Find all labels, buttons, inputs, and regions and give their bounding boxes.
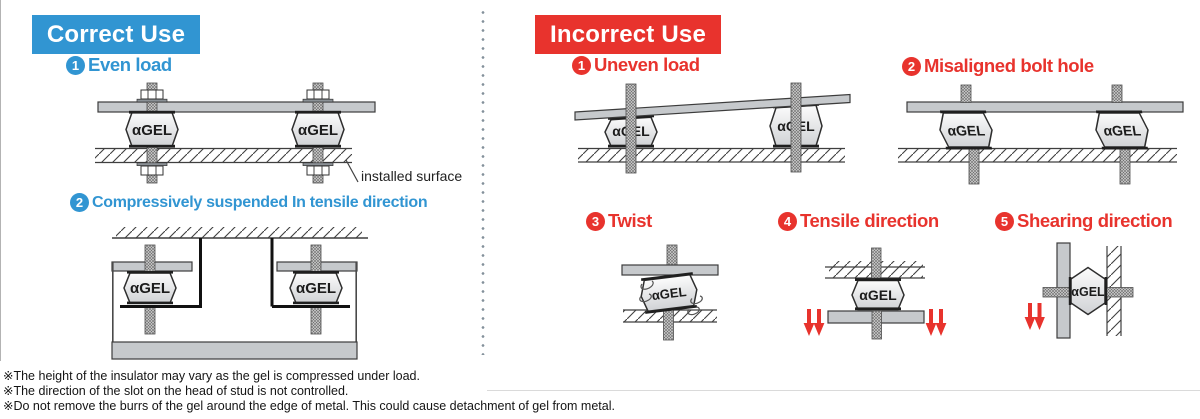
diagram-misaligned-bolt-hole: αGEL αGEL [898,84,1184,185]
svg-text:αGEL: αGEL [651,284,687,303]
caption-shearing-direction: 5 Shearing direction [995,210,1173,232]
page-edge-line [0,0,1,361]
installed-surface-hatch [95,147,352,164]
suspended-base [111,341,358,360]
gel-mount: αGEL [123,271,177,305]
diagram-twist: αGEL [621,244,719,341]
leader-line [345,159,359,183]
diagram-tensile-direction: αGEL [803,247,947,340]
twist-motion-marks [639,280,703,316]
diagram-even-load: installed surface αGEL αGEL [95,82,462,184]
caption-tensile-direction: 4 Tensile direction [778,210,939,232]
number-badge: 5 [995,211,1014,231]
svg-text:αGEL: αGEL [946,123,986,139]
number-badge: 1 [66,55,85,75]
stud [310,306,322,335]
hanger-bracket [120,238,202,308]
svg-text:αGEL: αGEL [298,122,338,139]
gel-mount: αGEL [851,278,905,311]
tilted-plate [574,93,851,121]
stud [1119,146,1131,185]
number-badge: 2 [902,56,921,76]
mounting-plate [621,264,719,276]
caption-even-load: 1 Even load [66,54,172,76]
stud [144,244,156,276]
mounting-plate [97,101,376,113]
svg-text:αGEL: αGEL [1102,123,1142,139]
stud [790,82,802,173]
caption-text: Misaligned bolt hole [924,55,1094,76]
caption-text: Shearing direction [1017,210,1173,231]
caption-compressively-suspended: 2 Compressively suspended In tensile dir… [70,193,428,212]
stud [310,244,322,276]
shear-arrows [1024,303,1045,330]
installed-surface-hatch [578,147,845,163]
diagram-uneven-load: αGEL αGEL [574,82,851,174]
caption-text: Twist [608,210,652,231]
svg-text:αGEL: αGEL [1071,285,1105,299]
hanger-bracket [270,238,350,308]
number-badge: 2 [70,193,89,212]
correct-use-header-label: Correct Use [46,20,186,48]
caption-text: Even load [88,54,172,75]
svg-text:αGEL: αGEL [296,280,336,297]
svg-text:αGEL: αGEL [130,280,170,297]
gel-mount-skewed: αGEL [939,110,993,150]
diagram-shearing-direction: αGEL [1024,242,1134,339]
gel-mount-twisted: αGEL [640,272,698,314]
stud [663,307,674,341]
dotted-divider [481,8,485,355]
installed-surface-hatch [898,147,1177,163]
caption-misaligned-bolt-hole: 2 Misaligned bolt hole [902,55,1094,77]
footnote: ※Do not remove the burrs of the gel arou… [3,399,615,413]
incorrect-use-header-label: Incorrect Use [550,20,706,48]
caption-uneven-load: 1 Uneven load [572,54,700,76]
incorrect-use-header: Incorrect Use [535,15,721,54]
stud [960,84,972,103]
installed-surface-label: installed surface [361,168,462,184]
number-badge: 1 [572,55,591,75]
correct-use-header: Correct Use [32,15,200,54]
diagram-compressively-suspended: αGEL αGEL [111,227,368,360]
gel-mount-skewed: αGEL [1095,110,1149,150]
caption-text: Tensile direction [800,210,939,231]
stud [871,310,882,340]
svg-text:αGEL: αGEL [132,122,172,139]
svg-text:αGEL: αGEL [859,287,897,303]
gel-mount: αGEL [1068,266,1108,316]
gel-mount: αGEL [291,89,345,176]
caption-text: Uneven load [594,54,700,75]
number-badge: 4 [778,211,797,231]
footnote: ※The height of the insulator may vary as… [3,369,420,383]
mounting-plate [906,101,1184,113]
stud [968,146,980,185]
stud [1111,84,1123,103]
ceiling-hatch [112,227,368,239]
stud [871,247,882,279]
caption-text: Compressively suspended In tensile direc… [92,193,428,211]
gel-mount: αGEL [125,89,179,176]
footnote: ※The direction of the slot on the head o… [3,384,349,398]
stud [144,306,156,335]
gel-mount: αGEL [289,271,343,305]
caption-twist: 3 Twist [586,210,652,232]
number-badge: 3 [586,211,605,231]
stud [625,83,637,174]
bottom-rule [487,390,1200,391]
